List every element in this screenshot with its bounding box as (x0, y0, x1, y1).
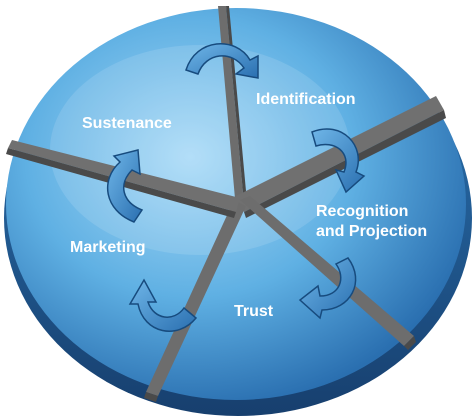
divider-bottom (146, 200, 246, 396)
cycle-arrows (106, 43, 366, 332)
divider-right-lower (240, 196, 414, 346)
divider-top (218, 6, 244, 210)
segment-label-marketing: Marketing (70, 239, 146, 256)
segment-label-recognition-line2: and Projection (316, 223, 427, 240)
divider-right-upper (236, 96, 444, 212)
curved-arrow-icon (185, 43, 259, 79)
segment-label-recognition-line1: Recognition (316, 203, 408, 220)
segment-label-identification: Identification (256, 91, 356, 108)
curved-arrow-icon (106, 149, 144, 223)
segment-label-trust: Trust (234, 303, 274, 320)
segment-label-sustenance: Sustenance (82, 115, 172, 132)
curved-arrow-icon (311, 128, 366, 194)
segment-labels: Identification Recognition and Projectio… (70, 91, 427, 320)
curved-arrow-icon (128, 278, 198, 332)
curved-arrow-icon (298, 257, 357, 320)
disc-highlight (50, 45, 350, 255)
